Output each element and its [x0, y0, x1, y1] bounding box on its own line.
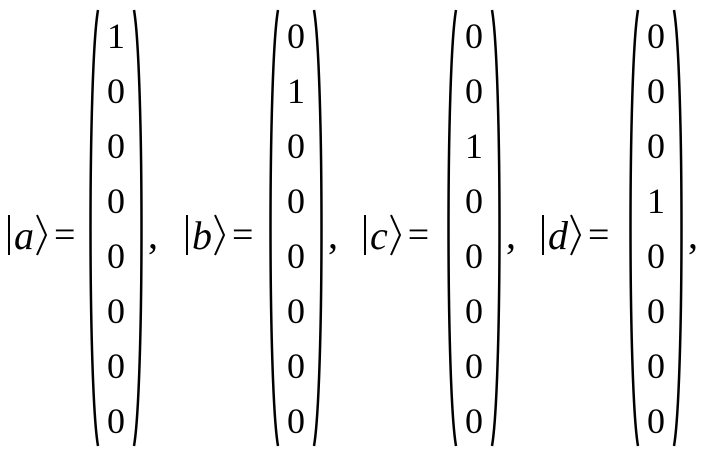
vector-entry: 0 — [465, 15, 483, 56]
vector-entry: 0 — [465, 70, 483, 111]
separator-comma: , — [506, 212, 516, 257]
vector-entry: 1 — [465, 125, 483, 166]
ket-label: b — [192, 212, 212, 258]
separator-comma: , — [328, 212, 338, 257]
ket-label: c — [370, 212, 388, 258]
vector-entry: 0 — [647, 290, 665, 331]
right-paren-icon — [672, 9, 683, 447]
ket-b: b = — [186, 205, 253, 265]
vector-entry: 0 — [107, 400, 125, 441]
vector-entry: 0 — [107, 290, 125, 331]
separator-comma: , — [688, 212, 698, 257]
ket-label: d — [548, 212, 568, 258]
equals-sign: = — [54, 214, 76, 256]
vector-entry: 0 — [647, 345, 665, 386]
right-paren-icon — [312, 9, 323, 447]
ket-bar — [542, 215, 544, 255]
equals-sign: = — [588, 214, 610, 256]
vector-entry: 0 — [465, 290, 483, 331]
vector-entry: 0 — [287, 180, 305, 221]
ket-bar — [364, 215, 366, 255]
vector-entry: 0 — [287, 125, 305, 166]
right-paren-icon — [132, 9, 143, 447]
equals-sign: = — [407, 214, 430, 256]
vector-entry: 1 — [107, 15, 125, 56]
ket-a: a = — [8, 205, 75, 265]
vector-entry: 0 — [465, 235, 483, 276]
vector-entry: 0 — [465, 180, 483, 221]
vector-entry: 1 — [647, 180, 665, 221]
ket-d: d = — [542, 205, 609, 265]
left-paren-icon — [447, 9, 458, 447]
vector-entry: 0 — [647, 15, 665, 56]
ket-bar — [8, 215, 10, 255]
vector-entry: 0 — [107, 125, 125, 166]
right-paren-icon — [490, 9, 501, 447]
vector-entry: 0 — [107, 345, 125, 386]
ket-angle-icon — [214, 214, 226, 256]
ket-c: c = — [364, 205, 429, 265]
vector-entry: 0 — [465, 400, 483, 441]
vector-entry: 0 — [465, 345, 483, 386]
ket-angle-icon — [389, 214, 401, 256]
ket-label: a — [14, 212, 34, 258]
left-paren-icon — [269, 9, 280, 447]
left-paren-icon — [629, 9, 640, 447]
ket-angle-icon — [570, 214, 582, 256]
vector-entry: 0 — [107, 70, 125, 111]
vector-entry: 0 — [647, 125, 665, 166]
vector-entry: 0 — [107, 180, 125, 221]
vector-entry: 0 — [287, 400, 305, 441]
column-vector-d: 0 0 0 1 0 0 0 0 — [626, 8, 686, 448]
vector-entry: 0 — [647, 400, 665, 441]
column-vector-c: 0 0 1 0 0 0 0 0 — [444, 8, 504, 448]
vector-entry: 0 — [287, 290, 305, 331]
vector-entry: 1 — [287, 70, 305, 111]
vector-entry: 0 — [287, 235, 305, 276]
left-paren-icon — [89, 9, 100, 447]
ket-bar — [186, 215, 188, 255]
equals-sign: = — [232, 214, 254, 256]
vector-entry: 0 — [107, 235, 125, 276]
separator-comma: , — [148, 212, 158, 257]
column-vector-b: 0 1 0 0 0 0 0 0 — [266, 8, 326, 448]
vector-entry: 0 — [647, 235, 665, 276]
column-vector-a: 1 0 0 0 0 0 0 0 — [86, 8, 146, 448]
vector-entry: 0 — [287, 15, 305, 56]
ket-angle-icon — [36, 214, 48, 256]
vector-entry: 0 — [287, 345, 305, 386]
vector-entry: 0 — [647, 70, 665, 111]
